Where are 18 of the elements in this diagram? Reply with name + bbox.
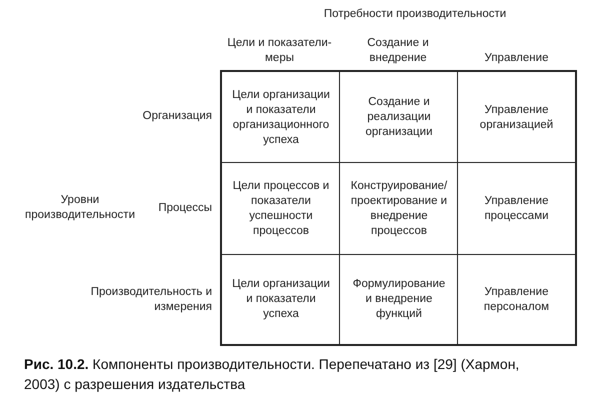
row-header: Процессы: [158, 200, 212, 216]
matrix-cell: Управление организацией: [457, 70, 577, 163]
row-header: Производительность и измерения: [90, 284, 212, 314]
axis-title: Уровни производительности: [24, 193, 136, 223]
matrix-cell: Управление персоналом: [457, 254, 577, 346]
axis-title: Потребности производительности: [324, 7, 506, 22]
row-header: Организация: [142, 108, 212, 124]
matrix-cell: Управление процессами: [457, 162, 577, 255]
matrix-cell: Цели организации и показатели организационного успеха: [220, 70, 340, 163]
matrix-cell: Конструирование/ проектирование и внедрение процессов: [339, 162, 458, 255]
figure-caption: Рис. 10.2. Компоненты производительности. Перепечатано из [29] (Хармон, 2003) с разрешения издательства: [24, 355, 520, 394]
column-header: Управление: [484, 51, 548, 66]
matrix-cell: Формулирование и внедрение функций: [339, 254, 458, 346]
column-header: Цели и показатели-меры: [226, 36, 333, 66]
matrix-cell: Цели процессов и показатели успешности процессов: [220, 162, 340, 255]
matrix-cell: Создание и реализации организации: [339, 70, 458, 163]
column-header: Создание и внедрение: [366, 36, 430, 66]
matrix-cell: Цели организации и показатели успеха: [220, 254, 340, 346]
